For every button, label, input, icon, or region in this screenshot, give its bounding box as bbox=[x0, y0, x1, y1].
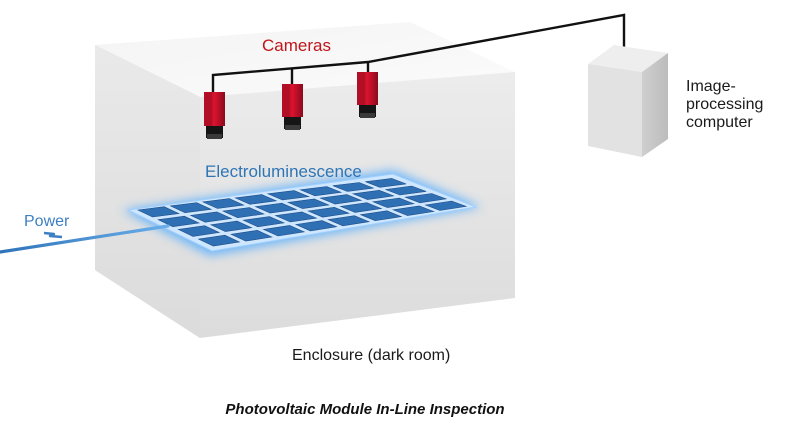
panel-cell bbox=[177, 225, 221, 237]
lightning-icon bbox=[43, 231, 63, 239]
panel-cell bbox=[391, 205, 435, 216]
panel-cell bbox=[307, 206, 351, 218]
power-line bbox=[0, 224, 170, 254]
computer-icon bbox=[588, 45, 668, 157]
computer-label-line2: processing bbox=[686, 96, 763, 113]
camera-2 bbox=[282, 84, 303, 130]
panel-cells bbox=[136, 178, 468, 247]
panel-cell bbox=[136, 206, 180, 218]
power-label: Power bbox=[24, 213, 70, 230]
panel-cell bbox=[201, 198, 245, 209]
camera-cable bbox=[211, 13, 626, 92]
computer-top bbox=[588, 45, 668, 72]
panel-cell bbox=[274, 211, 318, 223]
panel-cell bbox=[234, 194, 278, 205]
panel-cell bbox=[299, 186, 343, 197]
solar-panel-icon bbox=[122, 170, 482, 256]
computer-front bbox=[588, 64, 642, 157]
enclosure-box bbox=[95, 22, 515, 338]
panel-cell bbox=[262, 225, 306, 237]
panel-cell bbox=[351, 189, 395, 200]
enclosure-top bbox=[95, 22, 515, 97]
panel-cell bbox=[254, 202, 298, 214]
figure-caption: Photovoltaic Module In-Line Inspection bbox=[225, 401, 505, 418]
panel-cell bbox=[222, 207, 265, 219]
panel-cell bbox=[189, 211, 233, 223]
panel-cell bbox=[339, 202, 383, 213]
camera-1 bbox=[204, 92, 225, 139]
panel-cell bbox=[242, 216, 286, 228]
panel-cell bbox=[371, 197, 415, 208]
camera-icon bbox=[357, 72, 378, 118]
panel-cell bbox=[230, 229, 273, 242]
computer-label-line1: Image- bbox=[686, 78, 736, 95]
camera-3 bbox=[357, 72, 378, 118]
computer-side bbox=[642, 53, 668, 157]
camera-icon bbox=[204, 92, 225, 139]
panel-cell bbox=[209, 220, 253, 232]
panel-cell bbox=[319, 194, 363, 205]
panel-cell bbox=[359, 210, 403, 222]
panel-cell bbox=[169, 202, 213, 214]
panel-cell bbox=[197, 234, 241, 247]
panel-cell bbox=[294, 220, 338, 232]
panel-cell bbox=[286, 198, 330, 209]
electroluminescence-label: Electroluminescence bbox=[205, 162, 362, 181]
cameras-label: Cameras bbox=[262, 36, 331, 55]
panel-cell bbox=[332, 182, 374, 192]
panel-cell bbox=[404, 193, 448, 204]
panel-cell bbox=[385, 185, 427, 196]
camera-icon bbox=[282, 84, 303, 130]
panel-cell bbox=[266, 190, 310, 201]
panel-cell bbox=[157, 215, 201, 228]
computer-label-line3: computer bbox=[686, 114, 753, 131]
panel-cell bbox=[424, 200, 468, 211]
enclosure-left-face bbox=[95, 45, 200, 338]
panel-cell bbox=[365, 178, 407, 188]
enclosure-label: Enclosure (dark room) bbox=[292, 347, 450, 364]
panel-cell bbox=[327, 215, 371, 227]
